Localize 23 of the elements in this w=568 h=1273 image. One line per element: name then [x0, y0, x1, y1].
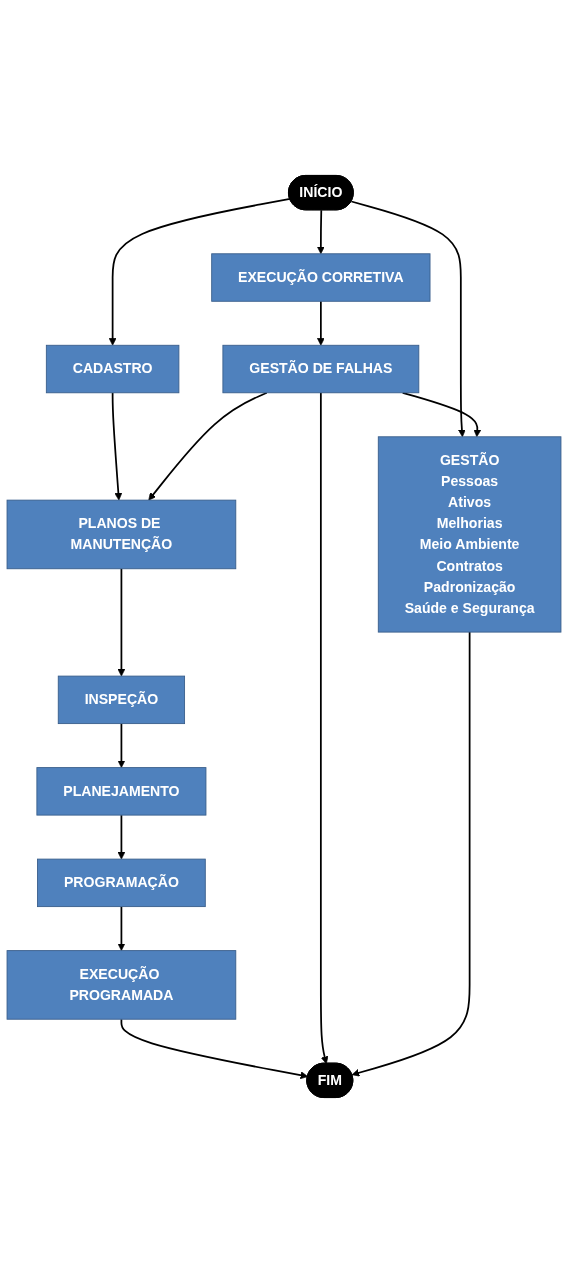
arrow	[117, 814, 126, 860]
arrow	[117, 722, 126, 768]
node-box: GESTÃO Pessoas Ativos Melhorias Meio Ambiente Contratos Padronização Saúde e Segurança	[377, 436, 562, 633]
node-box: EXECUÇÃO CORRETIVA	[211, 253, 431, 302]
node-box: PLANEJAMENTO	[36, 767, 207, 816]
node-box: PLANOS DE MANUTENÇÃO	[6, 499, 237, 570]
arrow	[117, 567, 126, 677]
node-box: PROGRAMAÇÃO	[37, 858, 206, 908]
arrow	[148, 391, 268, 501]
node-box: CADASTRO	[45, 344, 180, 394]
arrow	[120, 1018, 309, 1080]
arrow	[317, 300, 325, 346]
arrow	[108, 198, 291, 346]
node-box: EXECUÇÃO PROGRAMADA	[6, 950, 237, 1020]
node-box: GESTÃO DE FALHAS	[222, 344, 420, 394]
arrow	[351, 631, 471, 1077]
arrow	[317, 209, 325, 255]
arrow	[350, 200, 466, 438]
arrow	[401, 391, 482, 438]
arrow	[111, 391, 123, 501]
arrow	[117, 905, 126, 951]
arrow	[320, 391, 329, 1064]
node-box: INSPEÇÃO	[57, 675, 185, 725]
